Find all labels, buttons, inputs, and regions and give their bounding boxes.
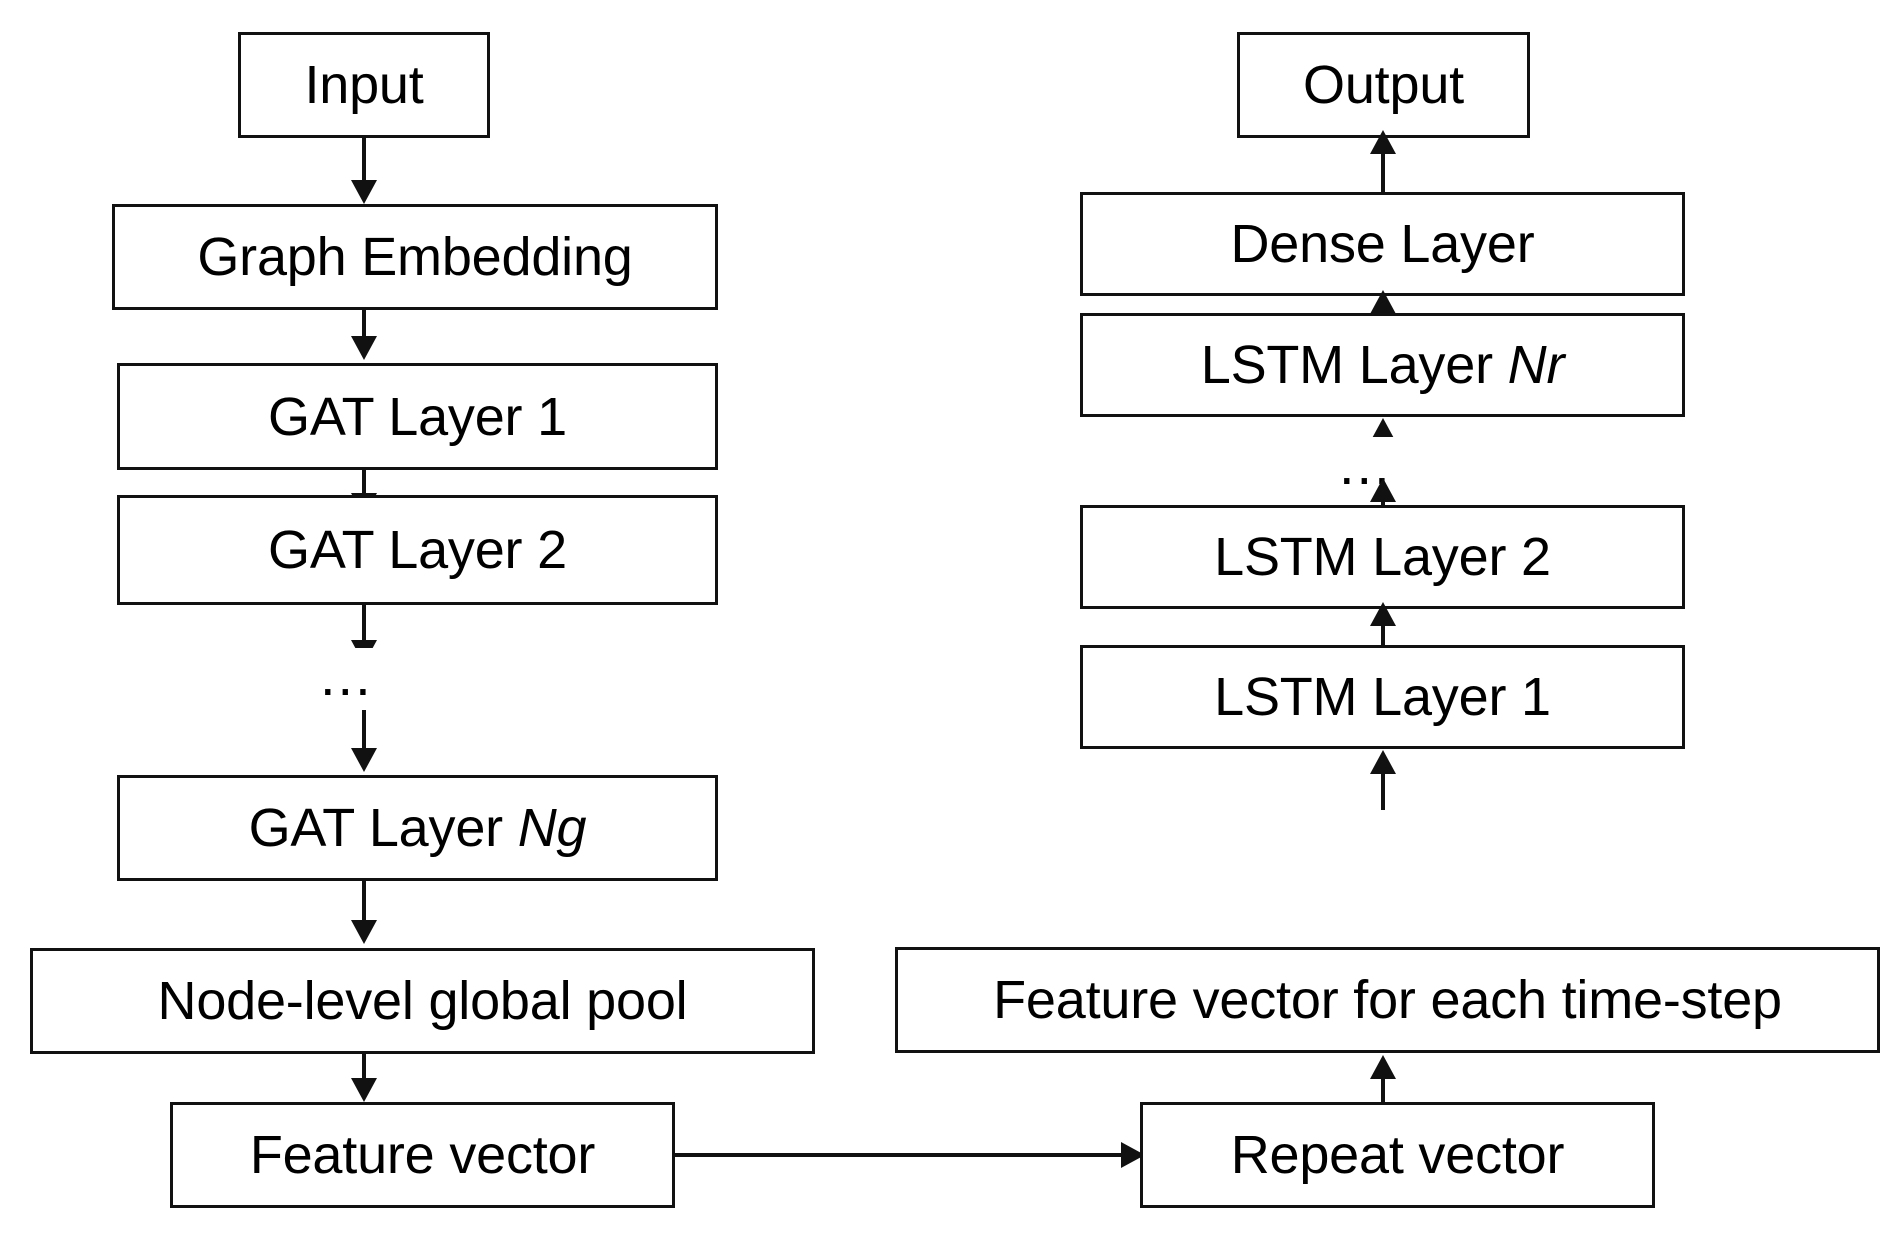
connector-input-to-graph-embedding <box>362 138 366 184</box>
node-output[interactable]: Output <box>1237 32 1530 138</box>
arrowhead-lstm1-to-lstm2 <box>1370 602 1396 626</box>
arrowhead-gat-ng-to-pool <box>351 920 377 944</box>
node-feature-vector[interactable]: Feature vector <box>170 1102 675 1208</box>
connector-gat-ng-to-pool <box>362 881 366 923</box>
connector-timestep-features-to-lstm1 <box>1381 770 1385 810</box>
node-feature-vector-each-timestep[interactable]: Feature vector for each time-step <box>895 947 1880 1053</box>
arrowhead-ellipsis-to-gat-ng <box>351 748 377 772</box>
node-lstm-layer-2[interactable]: LSTM Layer 2 <box>1080 505 1685 609</box>
node-lstm-layer-2-label: LSTM Layer 2 <box>1214 527 1551 587</box>
connector-lstm1-to-lstm2 <box>1381 620 1385 650</box>
connector-gat2-to-ellipsis <box>362 605 366 645</box>
node-lstm-layer-1[interactable]: LSTM Layer 1 <box>1080 645 1685 749</box>
connector-pool-to-feature-vector <box>362 1054 366 1092</box>
node-gat-layer-ng-label: GAT Layer Ng <box>249 801 587 855</box>
node-lstm-layer-nr-label-italic: Nr <box>1507 335 1565 395</box>
connector-feature-vector-to-repeat-vector <box>675 1153 1125 1157</box>
connector-graph-embedding-to-gat1 <box>362 310 366 340</box>
arrowhead-timestep-features-to-lstm1 <box>1370 750 1396 774</box>
node-gat-layer-2[interactable]: GAT Layer 2 <box>117 495 718 605</box>
node-lstm-layer-nr[interactable]: LSTM Layer Nr <box>1080 313 1685 417</box>
node-gat-layer-ng-label-prefix: GAT Layer <box>248 798 518 858</box>
connector-gat1-to-gat2 <box>362 470 366 498</box>
arrowhead-dense-layer-to-output <box>1370 130 1396 154</box>
node-dense-layer[interactable]: Dense Layer <box>1080 192 1685 296</box>
node-feature-vector-each-timestep-label: Feature vector for each time-step <box>993 970 1782 1030</box>
node-input[interactable]: Input <box>238 32 490 138</box>
arrowhead-lstm2-to-ellipsis <box>1370 478 1396 502</box>
connector-ellipsis-to-gat-ng <box>362 710 366 752</box>
node-node-level-global-pool[interactable]: Node-level global pool <box>30 948 815 1054</box>
node-feature-vector-label: Feature vector <box>249 1125 596 1185</box>
node-graph-embedding[interactable]: Graph Embedding <box>112 204 718 310</box>
node-dense-layer-label: Dense Layer <box>1230 214 1535 274</box>
node-repeat-vector[interactable]: Repeat vector <box>1140 1102 1655 1208</box>
node-lstm-layer-nr-label-prefix: LSTM Layer <box>1200 335 1508 395</box>
node-node-level-global-pool-label: Node-level global pool <box>157 971 688 1031</box>
arrowhead-graph-embedding-to-gat1 <box>351 336 377 360</box>
node-graph-embedding-label: Graph Embedding <box>197 227 633 287</box>
arrowhead-lstm-nr-to-dense-layer <box>1370 290 1396 314</box>
node-repeat-vector-label: Repeat vector <box>1230 1125 1565 1185</box>
arrowhead-repeat-vector-to-timestep-features <box>1370 1055 1396 1079</box>
node-input-label: Input <box>304 55 424 115</box>
node-gat-layer-2-label: GAT Layer 2 <box>268 520 567 580</box>
node-lstm-layer-nr-label: LSTM Layer Nr <box>1201 338 1565 392</box>
node-output-label: Output <box>1303 55 1464 115</box>
node-gat-layer-ng-label-italic: Ng <box>517 798 587 858</box>
gat-stack-ellipsis: ... <box>314 648 379 704</box>
arrowhead-input-to-graph-embedding <box>351 180 377 204</box>
connector-repeat-vector-to-timestep-features <box>1381 1075 1385 1105</box>
node-lstm-layer-1-label: LSTM Layer 1 <box>1214 667 1551 727</box>
node-gat-layer-ng[interactable]: GAT Layer Ng <box>117 775 718 881</box>
node-gat-layer-1-label: GAT Layer 1 <box>268 386 567 447</box>
arrowhead-pool-to-feature-vector <box>351 1078 377 1102</box>
node-gat-layer-1[interactable]: GAT Layer 1 <box>117 363 718 470</box>
connector-dense-layer-to-output <box>1381 150 1385 192</box>
